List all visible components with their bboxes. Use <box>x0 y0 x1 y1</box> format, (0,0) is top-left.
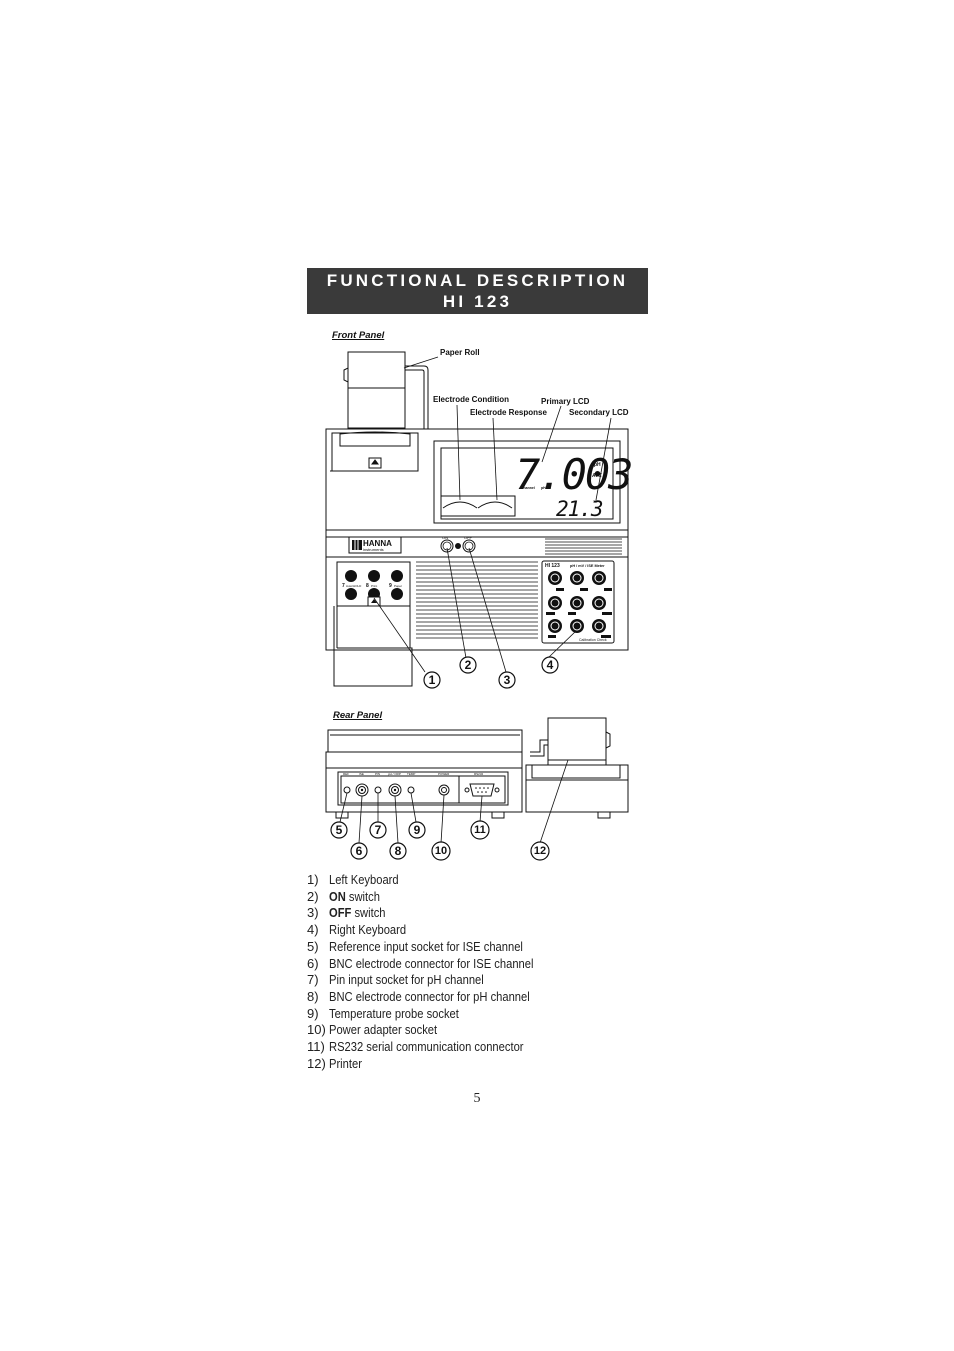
rear-number-9: 9 <box>408 821 426 839</box>
svg-text:HANNA: HANNA <box>363 539 392 548</box>
svg-text:2: 2 <box>465 658 472 672</box>
svg-text:6: 6 <box>356 844 363 858</box>
component-legend: 1)Left Keyboard 2)ON switch 3)OFF switch… <box>307 872 567 1072</box>
legend-item: 3)OFF switch <box>307 905 386 921</box>
rear-label-ph: pH / ORP <box>388 772 401 776</box>
front-number-4: 4 <box>541 656 559 674</box>
primary-lcd-value: 7.003 <box>515 450 631 499</box>
rear-number-10: 10 <box>431 841 451 861</box>
svg-text:9: 9 <box>414 823 421 837</box>
legend-item: 11)RS232 serial communication connector <box>307 1039 524 1055</box>
rear-number-6: 6 <box>350 842 368 860</box>
secondary-lcd-value: 21.3 <box>556 497 603 521</box>
rear-label-ise: ISE <box>359 772 364 776</box>
lcd-channel-label: Channel <box>521 486 535 490</box>
rear-label-ref: REF <box>343 772 349 776</box>
legend-item: 6)BNC electrode connector for ISE channe… <box>307 955 534 971</box>
legend-item: 5)Reference input socket for ISE channel <box>307 938 523 954</box>
section-title-banner: FUNCTIONAL DESCRIPTION HI 123 <box>307 268 648 314</box>
legend-item: 8)BNC electrode connector for pH channel <box>307 988 530 1004</box>
rear-number-12: 12 <box>530 841 550 861</box>
legend-item: 2)ON switch <box>307 888 380 904</box>
front-panel-label: Front Panel <box>332 330 385 341</box>
svg-text:8: 8 <box>395 844 402 858</box>
rear-label-temp: TEMP <box>407 772 415 776</box>
switch-off-label: OFF <box>464 535 473 540</box>
svg-text:12: 12 <box>534 845 546 857</box>
rear-label-power: POWER <box>438 772 450 776</box>
rear-number-5: 5 <box>330 821 348 839</box>
svg-text:1: 1 <box>429 673 436 687</box>
svg-text:instruments: instruments <box>363 547 384 552</box>
legend-item: 12)Printer <box>307 1055 362 1071</box>
svg-text:7: 7 <box>375 823 382 837</box>
left-key-7-text: Auto/HOLD <box>346 584 362 588</box>
left-key-9-text: Paper <box>394 584 402 588</box>
rear-label-rs232: RS232 <box>474 772 484 776</box>
rear-number-7: 7 <box>369 821 387 839</box>
switch-on-label: ON <box>442 535 448 540</box>
callout-secondary-lcd: Secondary LCD <box>569 408 629 417</box>
left-key-7-label: 7 <box>342 583 345 589</box>
model-label: HI 123 <box>545 563 560 569</box>
legend-item: 10)Power adapter socket <box>307 1022 438 1038</box>
brand-logo: HANNA instruments <box>348 536 402 554</box>
title-line-2: HI 123 <box>442 292 513 311</box>
lcd-unit: pH <box>594 462 601 468</box>
rear-number-11: 11 <box>470 820 490 840</box>
left-key-8-text: Print <box>371 584 377 588</box>
callout-paper-roll: Paper Roll <box>440 348 480 357</box>
left-key-9-label: 9 <box>389 583 392 589</box>
svg-text:11: 11 <box>474 824 486 836</box>
svg-text:10: 10 <box>435 845 447 857</box>
front-number-2: 2 <box>459 656 477 674</box>
svg-text:3: 3 <box>504 673 511 687</box>
legend-item: 4)Right Keyboard <box>307 922 407 938</box>
callout-electrode-response: Electrode Response <box>470 408 547 417</box>
legend-item: 1)Left Keyboard <box>307 872 399 887</box>
page-number: 5 <box>473 1091 481 1106</box>
callout-electrode-condition: Electrode Condition <box>433 395 509 404</box>
lcd-channel-value: pH <box>541 486 546 490</box>
svg-text:4: 4 <box>547 658 554 672</box>
svg-text:5: 5 <box>336 823 343 837</box>
rear-panel-label: Rear Panel <box>333 710 383 721</box>
rear-number-8: 8 <box>389 842 407 860</box>
calibration-check-label: Calibration Check <box>579 638 607 642</box>
secondary-lcd-unit: °C <box>593 499 598 504</box>
front-number-3: 3 <box>498 671 516 689</box>
front-panel-diagram: 7 Auto/HOLD 8 Print 9 Paper HI 123 pH / … <box>325 348 633 689</box>
legend-item: 7)Pin input socket for pH channel <box>307 972 484 988</box>
rear-panel-diagram: REF ISE PIN pH / ORP TEMP POWER RS232 5 … <box>325 717 629 861</box>
legend-item: 9)Temperature probe socket <box>307 1005 459 1021</box>
callout-primary-lcd: Primary LCD <box>541 397 590 406</box>
rear-label-pin: PIN <box>375 772 380 776</box>
title-line-1: FUNCTIONAL DESCRIPTION <box>326 271 629 290</box>
left-key-8-label: 8 <box>366 583 369 589</box>
lcd-atc: ATC <box>591 473 602 479</box>
model-description: pH / mV / ISE Meter <box>570 564 605 568</box>
front-number-1: 1 <box>423 671 441 689</box>
